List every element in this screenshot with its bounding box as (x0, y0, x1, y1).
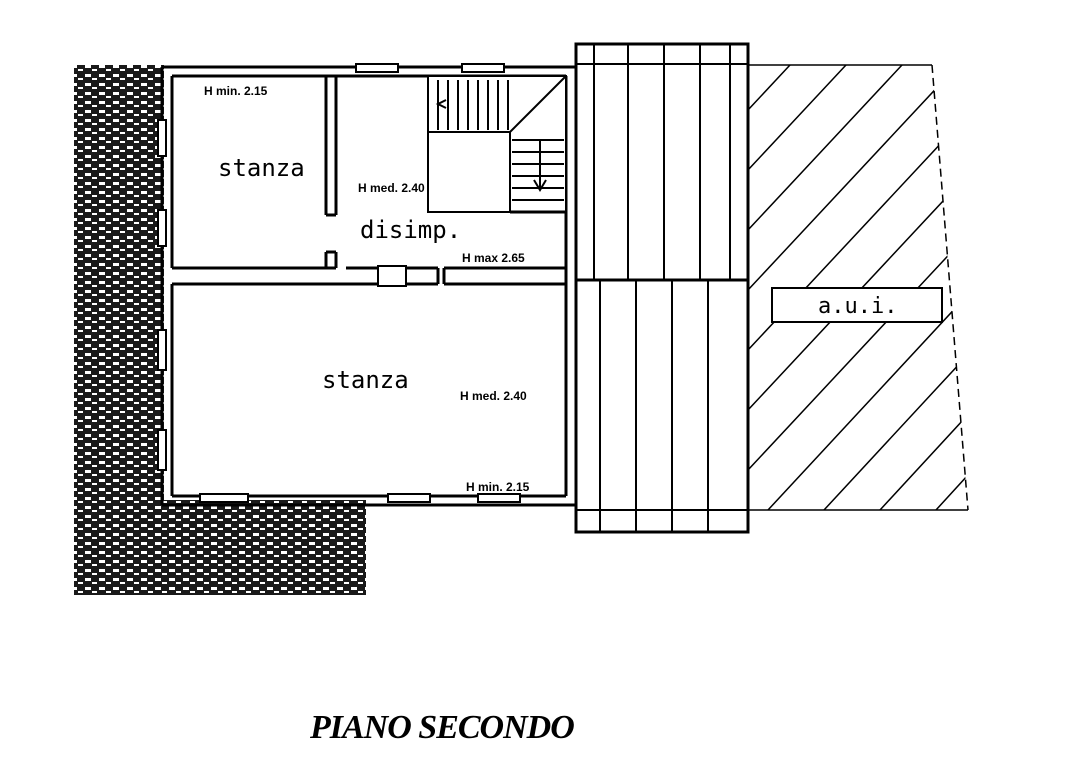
height-label-med-bottom: H med. 2.40 (460, 389, 527, 403)
windows (157, 63, 521, 503)
plan-title: PIANO SECONDO (309, 709, 574, 746)
aui-label-box (771, 287, 943, 323)
masonry-wall (74, 65, 366, 595)
aui-label: a.u.i. (818, 294, 897, 319)
room-label-stanza-bottom: stanza (322, 366, 409, 394)
height-label-max: H max 2.65 (462, 251, 525, 265)
building-walls (160, 65, 576, 507)
terrace (574, 42, 750, 534)
room-label-disimp: disimp. (360, 216, 461, 244)
room-label-stanza-top: stanza (218, 154, 305, 182)
height-label-min-bottom: H min. 2.15 (466, 480, 530, 494)
staircase (427, 75, 567, 214)
height-label-min-top: H min. 2.15 (204, 84, 268, 98)
height-label-med-top: H med. 2.40 (358, 181, 425, 195)
aui-hatched-area (748, 64, 969, 511)
